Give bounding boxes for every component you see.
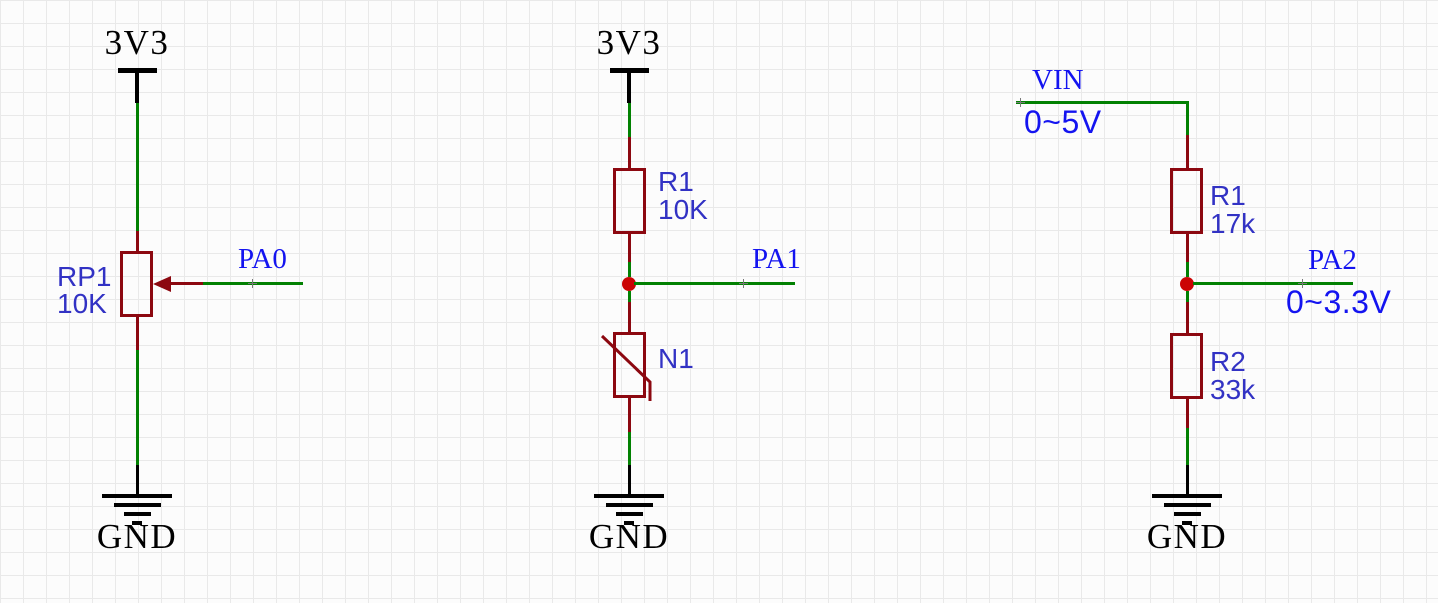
part-ref[interactable]: R1 <box>658 166 694 197</box>
ground-bar <box>1174 512 1201 516</box>
power-flag-label[interactable]: 3V3 <box>596 23 662 62</box>
wire[interactable] <box>628 103 631 137</box>
thermistor-strike-icon <box>600 334 652 401</box>
power-flag-label[interactable]: 3V3 <box>104 23 170 62</box>
ground-stem <box>628 465 631 495</box>
component-lead <box>628 234 631 262</box>
resistor-body[interactable] <box>1170 168 1203 234</box>
component-lead <box>1186 302 1189 333</box>
power-stem <box>627 72 631 103</box>
net-label[interactable]: PA2 <box>1308 244 1357 276</box>
ground-bar <box>624 521 634 525</box>
component-lead <box>136 231 139 251</box>
wire[interactable] <box>1186 262 1189 277</box>
ground-stem <box>1186 465 1189 495</box>
ground-bar <box>102 494 172 498</box>
wire[interactable] <box>628 262 631 277</box>
pin-marker-icon <box>248 279 257 288</box>
component-lead <box>1186 399 1189 428</box>
power-stem <box>135 72 139 103</box>
pin-marker-icon <box>1016 98 1025 107</box>
ground-bar <box>606 503 653 507</box>
ground-bar <box>616 512 643 516</box>
component-lead <box>1186 234 1189 262</box>
wire[interactable] <box>1193 282 1353 285</box>
wire[interactable] <box>136 350 139 465</box>
potentiometer-body[interactable] <box>120 251 153 317</box>
part-value[interactable]: 10K <box>57 288 107 319</box>
wire[interactable] <box>1186 291 1189 302</box>
part-value[interactable]: 10K <box>658 194 708 225</box>
junction-dot-icon <box>622 277 636 291</box>
wiper-arrow-icon <box>153 276 171 292</box>
component-lead <box>136 317 139 350</box>
ground-stem <box>136 465 139 495</box>
component-lead <box>628 137 631 168</box>
wire[interactable] <box>1016 101 1189 104</box>
component-lead <box>628 302 631 332</box>
part-ref[interactable]: R1 <box>1210 180 1246 211</box>
part-ref[interactable]: N1 <box>658 343 694 374</box>
part-ref[interactable]: RP1 <box>57 261 112 292</box>
ground-bar <box>1164 503 1211 507</box>
ground-label[interactable]: GND <box>1146 517 1228 556</box>
ground-label[interactable]: GND <box>96 517 178 556</box>
resistor-body[interactable] <box>613 168 646 234</box>
part-value[interactable]: 33k <box>1210 374 1256 405</box>
pin-marker-icon <box>739 279 748 288</box>
net-label[interactable]: VIN <box>1032 64 1084 96</box>
ground-label[interactable]: GND <box>588 517 670 556</box>
part-value[interactable]: 17k <box>1210 208 1256 239</box>
wire[interactable] <box>1186 428 1189 465</box>
net-label[interactable]: PA0 <box>238 243 287 275</box>
thermistor-body[interactable] <box>613 332 646 398</box>
component-lead <box>628 398 631 432</box>
component-lead <box>1186 135 1189 168</box>
ground-bar <box>1182 521 1192 525</box>
power-bar <box>610 68 649 73</box>
wire[interactable] <box>628 291 631 302</box>
ground-bar <box>124 512 151 516</box>
junction-dot-icon <box>1180 277 1194 291</box>
ground-bar <box>594 494 664 498</box>
part-ref[interactable]: R2 <box>1210 346 1246 377</box>
pin-marker-icon <box>1298 279 1307 288</box>
net-label[interactable]: PA1 <box>752 243 801 275</box>
resistor-body[interactable] <box>1170 333 1203 399</box>
net-annotation[interactable]: 0~3.3V <box>1286 284 1392 320</box>
wire[interactable] <box>136 103 139 231</box>
power-bar <box>118 68 157 73</box>
wiper-lead <box>170 282 203 285</box>
net-annotation[interactable]: 0~5V <box>1024 104 1102 140</box>
wire[interactable] <box>634 282 795 285</box>
ground-bar <box>1152 494 1222 498</box>
wire[interactable] <box>1186 102 1189 135</box>
ground-bar <box>114 503 161 507</box>
wire[interactable] <box>628 432 631 465</box>
ground-bar <box>132 521 142 525</box>
